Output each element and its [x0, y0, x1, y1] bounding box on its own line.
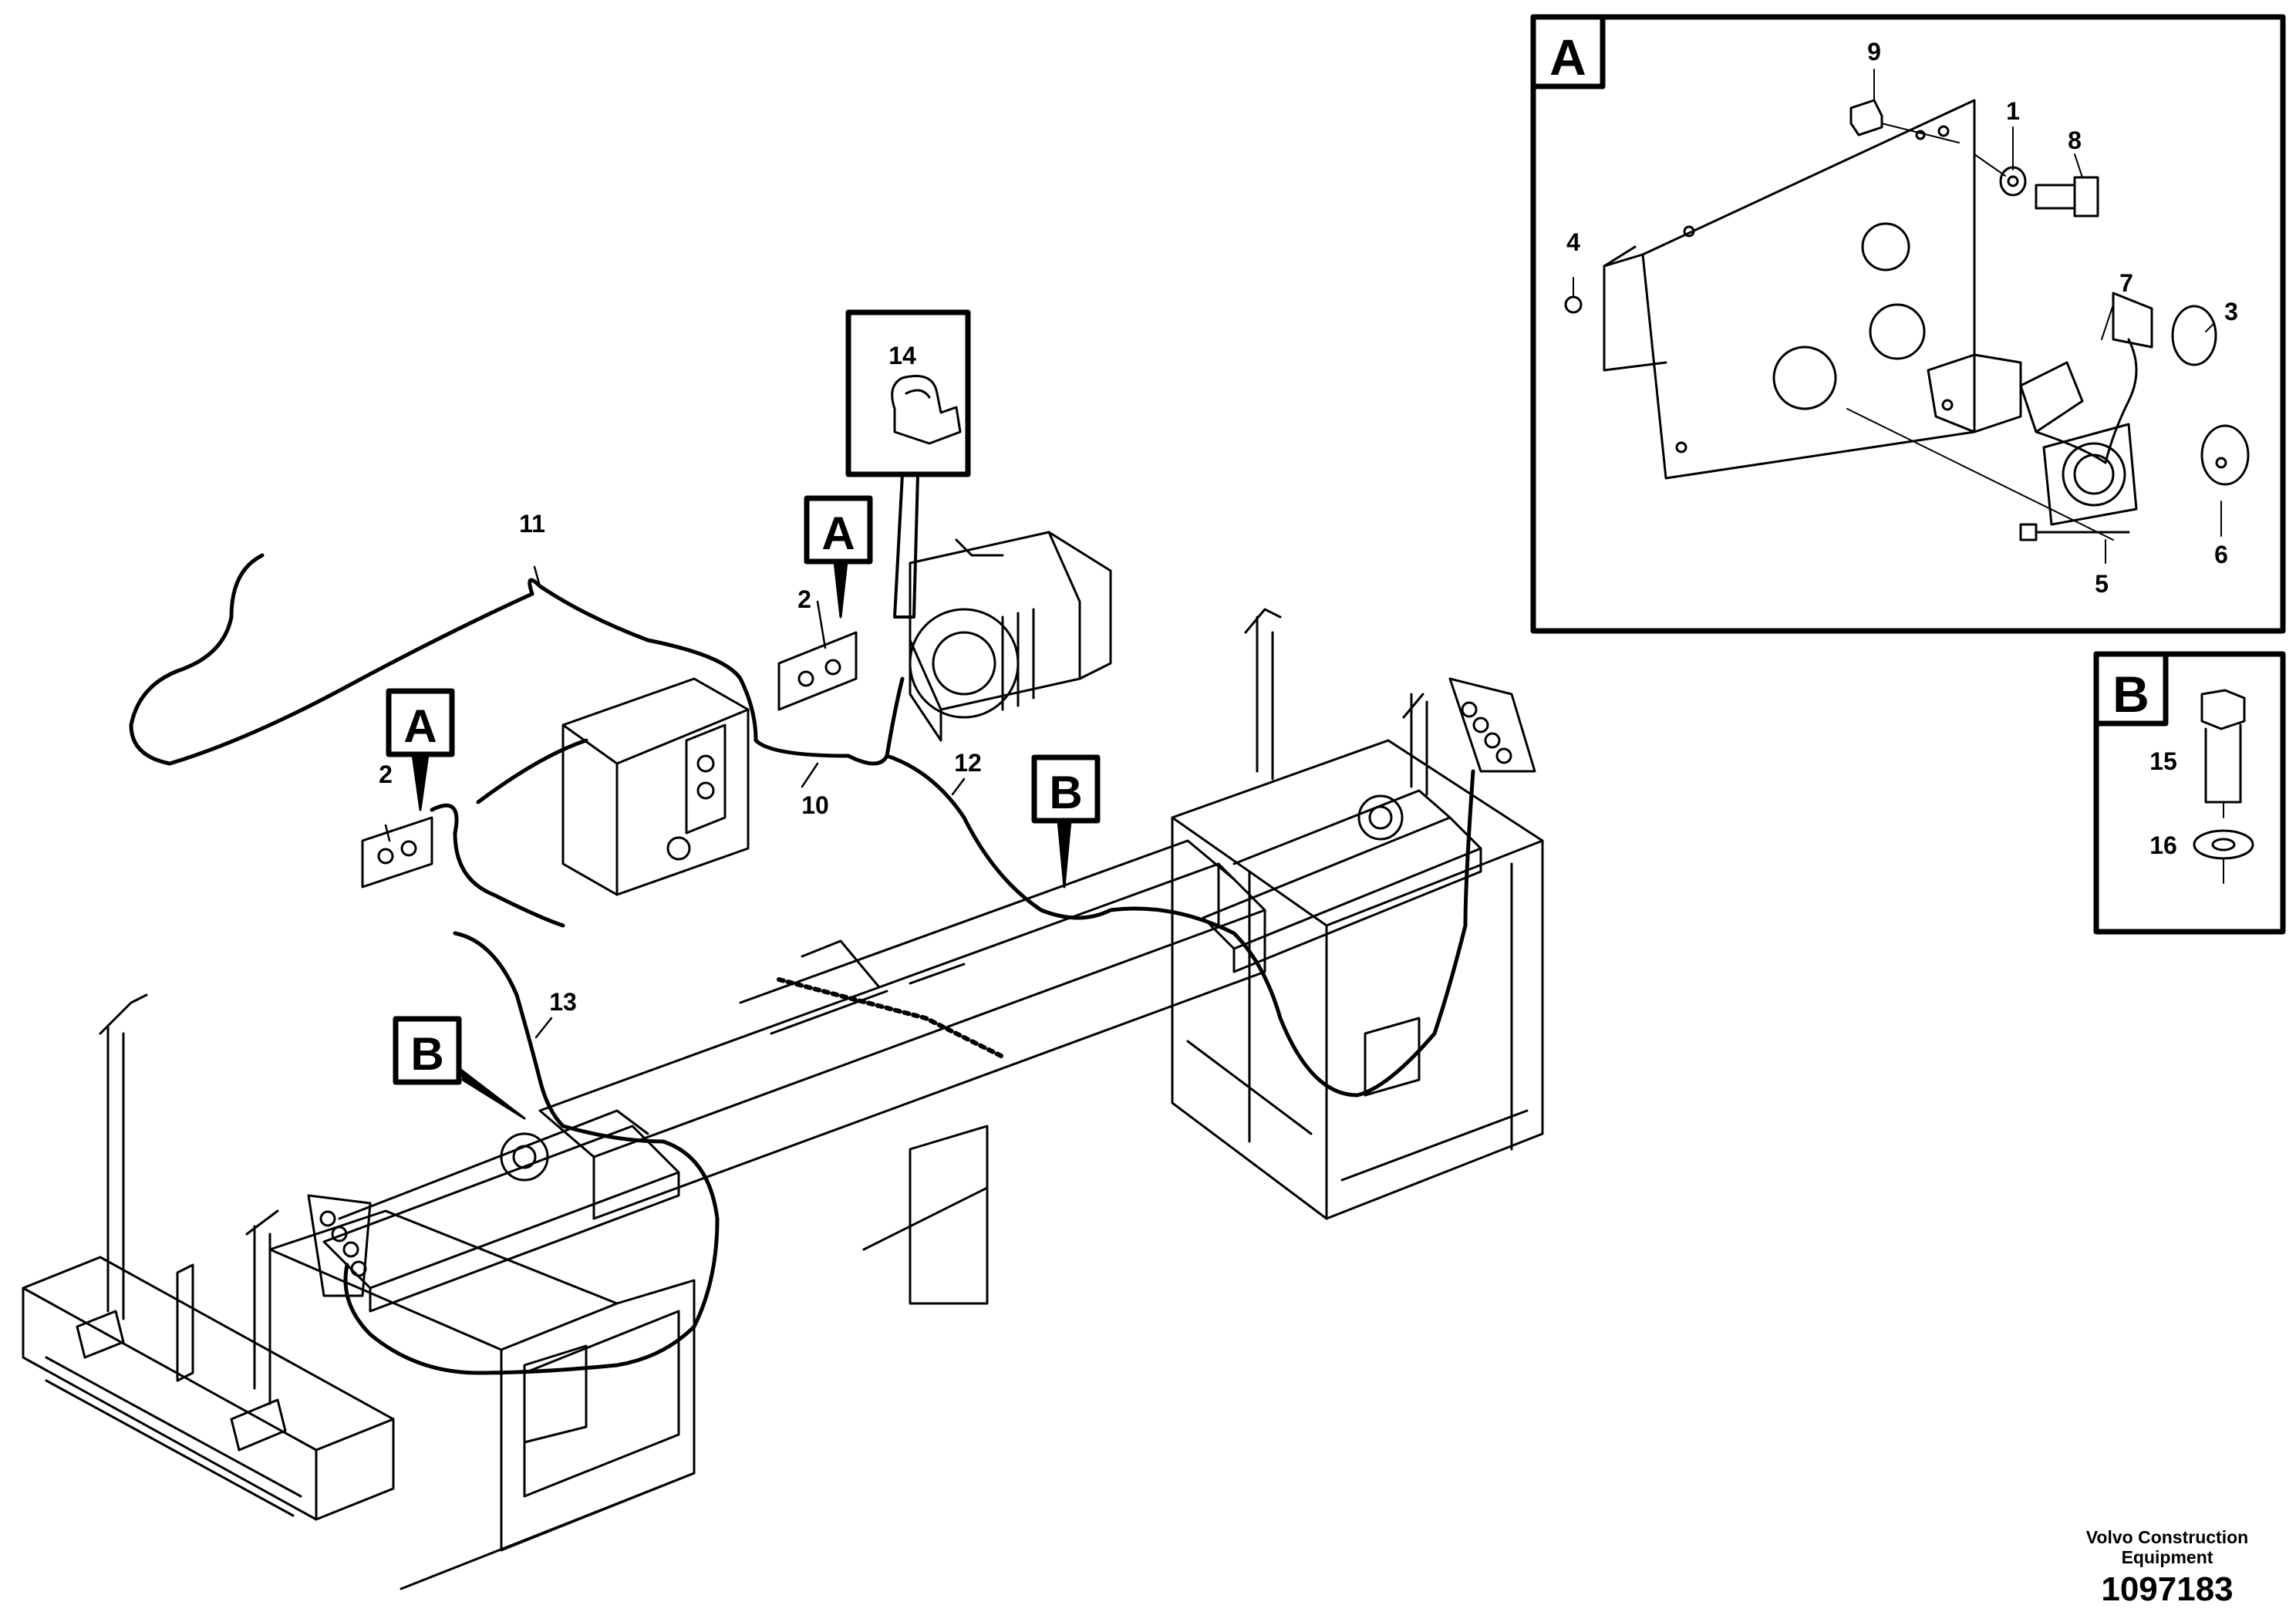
- part-label-16: 16: [2149, 831, 2177, 859]
- part-label-14: 14: [888, 342, 916, 369]
- cable-11: [129, 553, 758, 766]
- detail-a-title: A: [1549, 29, 1586, 86]
- detail-ref-b-label-2: B: [410, 1028, 443, 1080]
- part-label-1: 1: [2006, 97, 2020, 125]
- cable-10: [430, 676, 905, 928]
- part-label-9: 9: [1867, 38, 1881, 66]
- part-label-7: 7: [2119, 269, 2133, 297]
- publisher-line-2: Equipment: [2121, 1547, 2213, 1567]
- cable-12: [885, 754, 1475, 1098]
- part-label-4: 4: [1566, 228, 1580, 256]
- document-number: 1097183: [2101, 1570, 2234, 1608]
- connector-bracket-right: [777, 631, 858, 711]
- part-label-13: 13: [549, 988, 577, 1016]
- part-label-3: 3: [2224, 298, 2238, 325]
- labels: A A B B A B 11 14 2 2 12 10 13 9 1 8 4 7…: [379, 29, 2238, 1080]
- detail-ref-a-label-1: A: [403, 700, 437, 752]
- callout-14-box: [845, 309, 971, 619]
- detail-ref-a-box-1: [386, 688, 455, 811]
- detail-a-panel: [1530, 14, 2286, 634]
- detail-ref-b-box-1: [1031, 754, 1101, 889]
- part-label-8: 8: [2068, 126, 2082, 154]
- generator: [909, 531, 1112, 742]
- detail-ref-a-label-2: A: [821, 508, 855, 559]
- cable-13: [343, 931, 720, 1375]
- part-label-2-right: 2: [797, 585, 811, 613]
- machine-frame: [22, 608, 1544, 1590]
- publisher-name: Volvo Construction Equipment: [2021, 1527, 2296, 1567]
- detail-ref-a-box-2: [804, 495, 873, 619]
- part-label-15: 15: [2149, 747, 2177, 775]
- detail-ref-b-label-1: B: [1049, 767, 1082, 818]
- part-label-5: 5: [2095, 570, 2109, 598]
- part-label-10: 10: [801, 791, 829, 819]
- detail-b-title: B: [2112, 666, 2149, 723]
- connector-bracket-left: [361, 816, 433, 889]
- detail-ref-b-box-2: [393, 1016, 526, 1120]
- part-label-6: 6: [2214, 541, 2228, 568]
- publisher-line-1: Volvo Construction: [2085, 1527, 2249, 1547]
- part-label-2-left: 2: [379, 760, 393, 788]
- detail-b-panel: [2093, 651, 2286, 935]
- part-label-12: 12: [954, 749, 982, 777]
- part-label-11: 11: [519, 510, 545, 538]
- control-box: [561, 677, 750, 896]
